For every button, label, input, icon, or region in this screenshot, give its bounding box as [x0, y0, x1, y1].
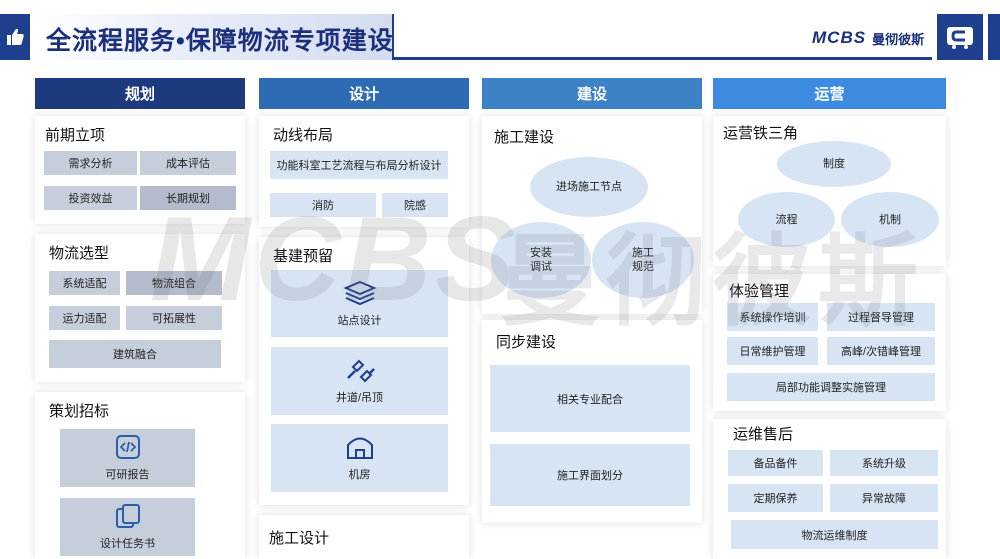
machine-room-tile: 机房: [271, 424, 448, 492]
card-construction: 施工建设 进场施工节点 安装 调试 施工 规范: [482, 116, 702, 314]
card-circulation-layout: 动线布局 功能科室工艺流程与布局分析设计 消防 院感: [259, 116, 469, 227]
section-title: 同步建设: [496, 334, 557, 351]
card-construction-design: 施工设计: [259, 515, 469, 559]
chip: 施工界面划分: [490, 444, 690, 506]
logo-text: 曼彻彼斯: [872, 31, 925, 47]
chip: 投资效益: [44, 186, 137, 210]
layers-icon: [342, 280, 377, 305]
chip: 消防: [270, 193, 376, 217]
card-planning-bidding: 策划招标 可研报告 设计任务书: [35, 392, 245, 559]
chip: 系统操作培训: [727, 303, 818, 331]
ellipse-node: 制度: [777, 141, 891, 187]
section-title: 动线布局: [273, 127, 334, 144]
title-bar: 全流程服务•保障物流专项建设: [36, 14, 394, 60]
ellipse-node: 安装 调试: [491, 222, 591, 298]
chip: 定期保养: [728, 484, 823, 512]
section-title: 运维售后: [733, 426, 794, 443]
design-brief-tile: 设计任务书: [60, 498, 195, 556]
header-stub: [988, 14, 1000, 60]
tile-label: 站点设计: [337, 314, 382, 327]
column-header-design: 设计: [259, 78, 469, 109]
section-title: 施工建设: [494, 129, 555, 146]
header-rule: [392, 14, 932, 60]
header: 全流程服务•保障物流专项建设 MCBS 曼彻彼斯: [0, 14, 1000, 60]
section-title: 前期立项: [45, 127, 106, 144]
shaft-ceiling-tile: 井道/吊顶: [271, 347, 448, 415]
logo-mark: MCBS: [812, 28, 867, 47]
ellipse-node: 流程: [738, 192, 835, 247]
column-header-operate: 运营: [713, 78, 946, 109]
tile-label: 机房: [348, 469, 371, 481]
chip: 物流运维制度: [731, 520, 938, 549]
chip: 成本评估: [140, 151, 236, 175]
ellipse-node: 施工 规范: [592, 222, 694, 298]
code-document-icon: [115, 435, 140, 459]
chip: 功能科室工艺流程与布局分析设计: [270, 151, 448, 179]
card-infrastructure-reserve: 基建预留 站点设计 井道/吊顶 机房: [259, 237, 469, 505]
feasibility-report-tile: 可研报告: [60, 429, 195, 487]
chip: 物流组合: [126, 271, 222, 295]
chip: 局部功能调整实施管理: [727, 373, 935, 401]
chip: 长期规划: [140, 186, 236, 210]
card-synchronous-construction: 同步建设 相关专业配合 施工界面划分: [482, 320, 702, 523]
chip: 日常维护管理: [727, 337, 818, 365]
section-title: 策划招标: [49, 403, 110, 420]
thumbs-up-icon: [0, 14, 30, 60]
section-title: 施工设计: [269, 530, 330, 547]
section-title: 基建预留: [273, 248, 334, 265]
section-title: 体验管理: [729, 283, 790, 300]
chip: 高峰/次错峰管理: [827, 337, 935, 365]
page-title: 全流程服务•保障物流专项建设: [46, 27, 394, 55]
chip: 可拓展性: [126, 306, 222, 330]
house-icon: [346, 437, 373, 459]
station-design-tile: 站点设计: [271, 270, 448, 337]
chip: 院感: [382, 193, 448, 217]
chip: 异常故障: [830, 484, 938, 512]
chip: 系统升级: [830, 450, 938, 476]
card-operation-triangle: 运营铁三角 制度 流程 机制: [713, 116, 946, 266]
card-experience-management: 体验管理 系统操作培训 过程督导管理 日常维护管理 高峰/次错峰管理 局部功能调…: [713, 274, 946, 411]
section-title: 运营铁三角: [723, 125, 799, 142]
chip: 相关专业配合: [490, 365, 690, 432]
chip: 备品备件: [728, 450, 823, 476]
tile-label: 设计任务书: [100, 538, 155, 550]
section-title: 物流选型: [49, 245, 110, 262]
column-header-plan: 规划: [35, 78, 245, 109]
ellipse-node: 进场施工节点: [530, 157, 648, 217]
chip: 需求分析: [44, 151, 137, 175]
brand-emblem-icon: [937, 14, 983, 60]
chip: 过程督导管理: [827, 303, 935, 331]
card-maintenance-aftersales: 运维售后 备品备件 系统升级 定期保养 异常故障 物流运维制度: [713, 419, 946, 559]
chip: 运力适配: [49, 306, 120, 330]
tile-label: 井道/吊顶: [335, 392, 384, 404]
documents-icon: [115, 504, 140, 528]
chip: 系统适配: [49, 271, 120, 295]
plug-icon: [346, 359, 375, 383]
column-header-build: 建设: [482, 78, 702, 109]
card-logistics-selection: 物流选型 系统适配 物流组合 运力适配 可拓展性 建筑融合: [35, 234, 245, 382]
card-project-initiation: 前期立项 需求分析 成本评估 投资效益 长期规划: [35, 116, 245, 224]
ellipse-node: 机制: [841, 192, 939, 247]
chip: 建筑融合: [49, 340, 221, 368]
logo: MCBS 曼彻彼斯: [812, 26, 924, 50]
tile-label: 可研报告: [105, 469, 150, 481]
